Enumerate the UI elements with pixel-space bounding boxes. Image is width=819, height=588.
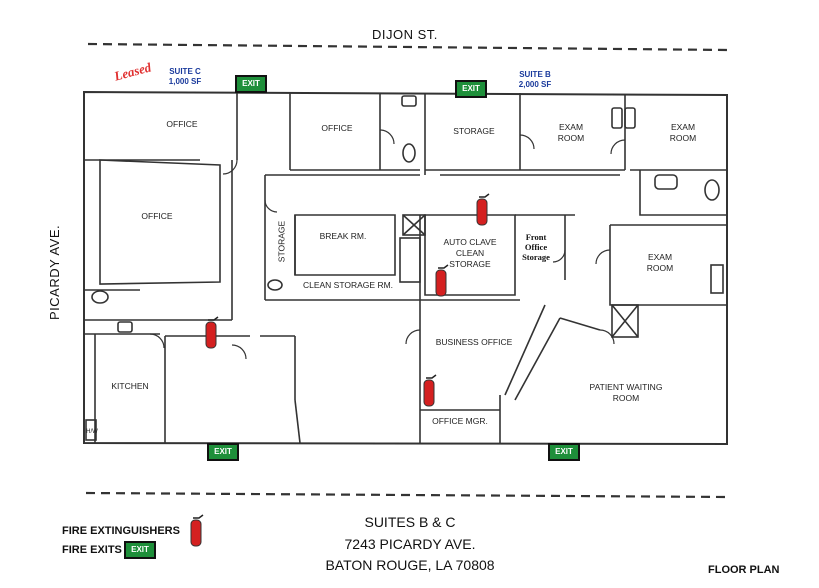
suite-b-label: SUITE B 2,000 SF	[519, 70, 551, 90]
room-hw: H/W	[86, 429, 98, 435]
floor-plan-label: FLOOR PLAN	[708, 564, 780, 576]
closet	[611, 304, 639, 338]
door-swing	[379, 129, 395, 145]
legend-fire-extinguisher-icon	[190, 514, 204, 547]
room-office-nw: OFFICE	[166, 119, 198, 129]
fire-extinguisher-icon	[423, 374, 437, 407]
legend-extinguishers: FIRE EXTINGUISHERS	[62, 525, 180, 537]
door-swing	[595, 249, 611, 265]
room-office-mgr: OFFICE MGR.	[432, 416, 488, 426]
address-line-3: BATON ROUGE, LA 70808	[325, 557, 495, 573]
break-room-walls	[294, 214, 396, 276]
shaft-x	[402, 214, 426, 236]
room-break: BREAK RM.	[319, 231, 367, 241]
room-clean-storage: CLEAN STORAGE RM.	[302, 280, 394, 290]
shaft	[399, 237, 421, 283]
toilet-icon	[704, 179, 720, 201]
room-patient-waiting: PATIENT WAITING ROOM	[589, 382, 663, 403]
door-swing	[222, 159, 238, 175]
room-exam-1: EXAM ROOM	[557, 122, 585, 143]
door-swing	[264, 199, 278, 213]
door-swing	[405, 329, 421, 345]
room-business-office: BUSINESS OFFICE	[435, 337, 513, 347]
restroom-walls	[639, 170, 727, 216]
suite-name: SUITE B	[519, 70, 551, 79]
room-exam-3: EXAM ROOM	[646, 252, 674, 273]
legend-exit-sign: EXIT	[124, 541, 156, 559]
fire-extinguisher-icon	[435, 264, 449, 297]
sink-icon	[654, 174, 678, 190]
exam-3-walls	[609, 224, 727, 306]
toilet-icon	[402, 143, 416, 163]
room-storage-vertical: STORAGE	[276, 220, 287, 263]
door-swing	[599, 329, 615, 345]
sink-icon	[117, 321, 133, 333]
room-office-n: OFFICE	[321, 123, 353, 133]
suite-c-label: SUITE C 1,000 SF	[169, 67, 201, 87]
door-swing	[149, 333, 165, 349]
wall	[559, 317, 601, 331]
fire-extinguisher-icon	[205, 316, 219, 349]
fire-extinguisher-icon	[476, 193, 490, 226]
sink-icon	[401, 95, 417, 107]
street-name-dijon: DIJON ST.	[372, 27, 438, 42]
room-storage-n: STORAGE	[453, 126, 495, 136]
sink-icon	[710, 264, 724, 294]
wall	[504, 304, 546, 396]
sink-icon	[611, 107, 623, 129]
street-name-picardy: PICARDY AVE.	[47, 224, 62, 320]
room-exam-2: EXAM ROOM	[669, 122, 697, 143]
shaft	[402, 214, 426, 236]
sink-icon	[624, 107, 636, 129]
door-swing	[552, 249, 566, 263]
legend-exits: FIRE EXITS	[62, 544, 122, 556]
toilet-icon	[91, 290, 109, 304]
room-kitchen: KITCHEN	[111, 381, 149, 391]
street-line-north	[87, 42, 729, 52]
wall	[99, 159, 221, 285]
room-auto-clave: AUTO CLAVE CLEAN STORAGE	[443, 237, 497, 269]
room-office-w: OFFICE	[141, 211, 173, 221]
street-line-south	[85, 491, 729, 499]
suite-area: 1,000 SF	[168, 77, 202, 86]
building-outline	[83, 90, 728, 446]
suite-area: 2,000 SF	[518, 80, 552, 89]
exit-sign: EXIT	[455, 80, 487, 98]
address-line-2: 7243 PICARDY AVE.	[344, 536, 476, 552]
exit-sign: EXIT	[235, 75, 267, 93]
door-swing	[519, 134, 535, 150]
water-heater-icon	[85, 419, 97, 441]
closet-x	[611, 304, 639, 338]
address-line-1: SUITES B & C	[364, 514, 456, 530]
sink-icon	[267, 279, 283, 291]
room-front-office-storage: Front Office Storage	[522, 232, 550, 262]
exit-sign: EXIT	[207, 443, 239, 461]
wall	[514, 317, 561, 401]
door-swing	[610, 139, 626, 155]
door-swing	[231, 344, 247, 360]
suite-name: SUITE C	[169, 67, 201, 76]
exit-sign: EXIT	[548, 443, 580, 461]
wall	[294, 399, 301, 444]
